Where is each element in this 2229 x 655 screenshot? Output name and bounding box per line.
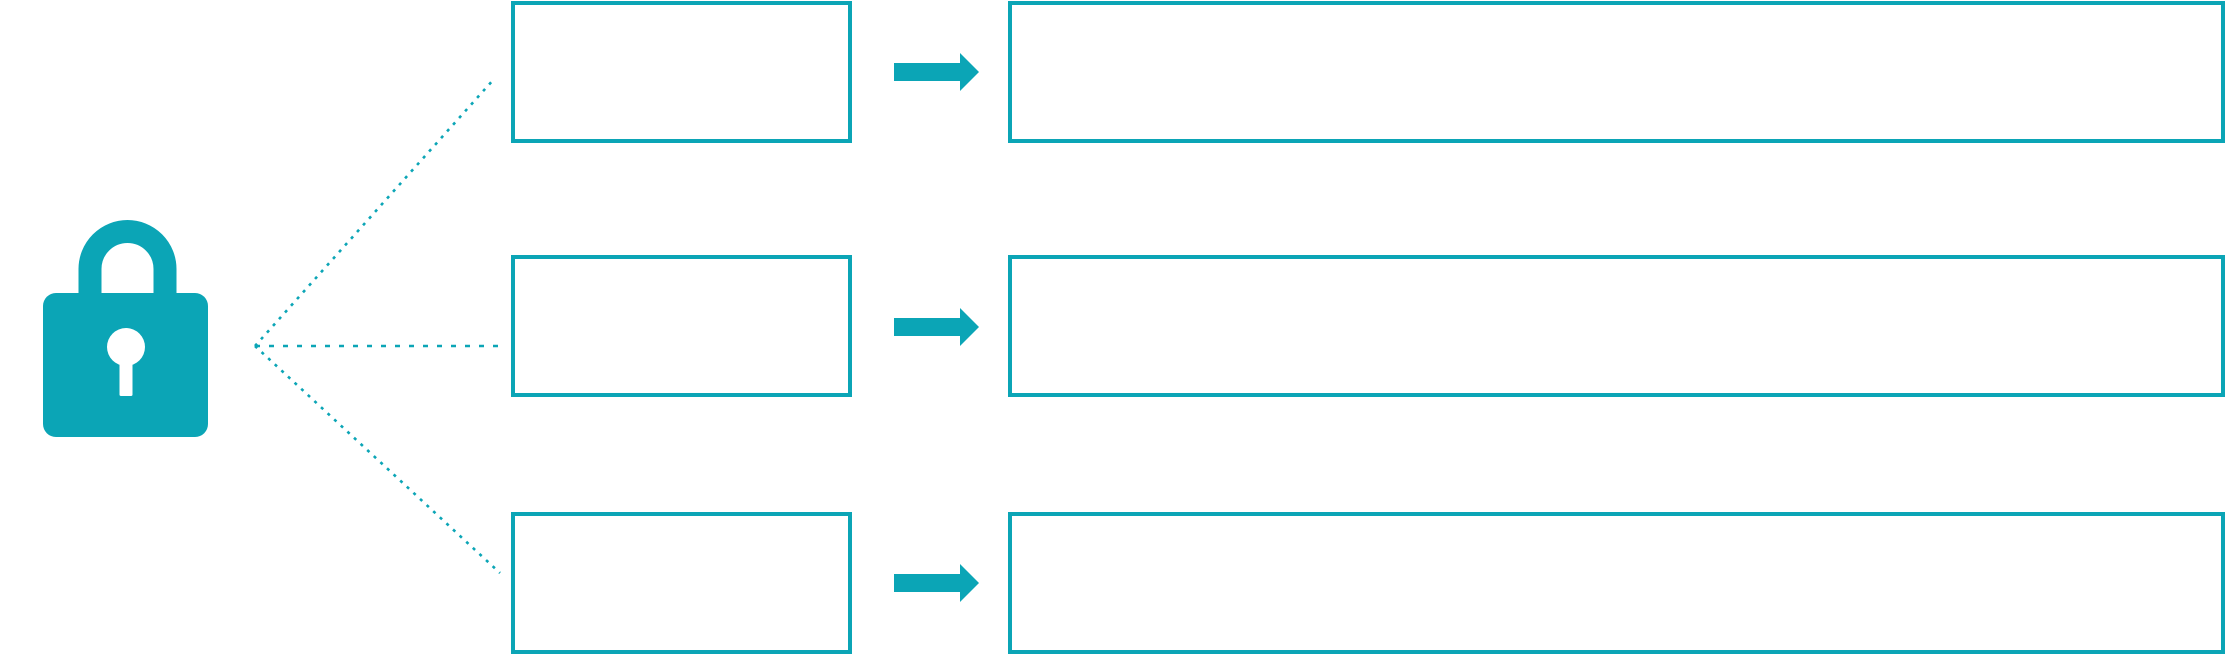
detail-box-3 bbox=[1008, 512, 2225, 654]
key-box-2 bbox=[511, 255, 852, 397]
key-box-1 bbox=[511, 1, 852, 143]
lock-keyhole-circle bbox=[107, 328, 145, 366]
detail-box-1 bbox=[1008, 1, 2225, 143]
right-arrow-icon bbox=[894, 564, 979, 602]
detail-box-2 bbox=[1008, 255, 2225, 397]
connector-line-top bbox=[254, 78, 495, 347]
right-arrow-icon bbox=[894, 53, 979, 91]
lock-shackle bbox=[78, 220, 177, 305]
key-box-3 bbox=[511, 512, 852, 654]
right-arrow-icon bbox=[894, 308, 979, 346]
connector-line-bottom bbox=[254, 345, 501, 574]
lock-keyhole-stem bbox=[119, 360, 133, 396]
lock-icon bbox=[43, 220, 208, 437]
